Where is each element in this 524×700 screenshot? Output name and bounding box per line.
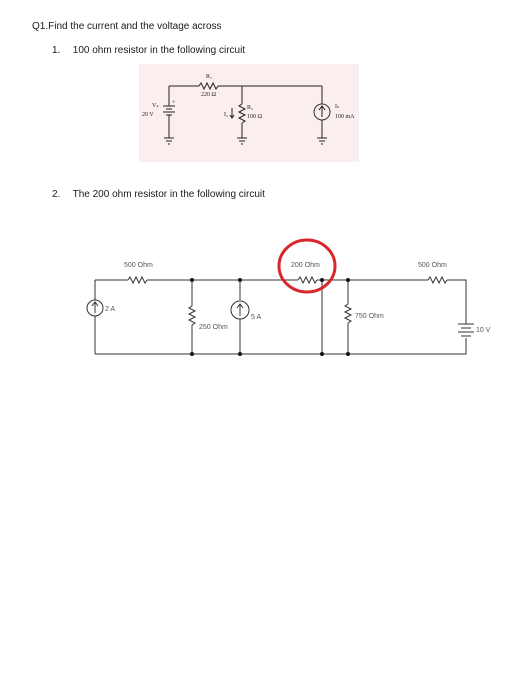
question-item-2: 2. The 200 ohm resistor in the following… [52, 189, 265, 200]
circuit-1-svg: R₁ 220 Ω Vₛ 20 V + I₂ R₂ 100 Ω Iₛ 100 mA [142, 74, 355, 145]
label-200: 200 Ohm [291, 262, 320, 269]
arrow-up-icon [318, 105, 326, 117]
question-title: Q1.Find the current and the voltage acro… [32, 21, 222, 32]
resistor-200 [297, 275, 318, 285]
vs-value: 20 V [142, 112, 154, 118]
resistor-r1 [198, 81, 219, 91]
wire [447, 279, 467, 324]
resistor-500-right [427, 275, 448, 285]
item-text: 100 ohm resistor in the following circui… [72, 45, 246, 56]
resistor-500-left [127, 275, 148, 285]
item-number: 1. [52, 45, 61, 56]
arrow-up-icon [91, 301, 99, 313]
junction-dot [320, 278, 324, 282]
ground-symbol [237, 137, 247, 145]
battery-10v [458, 323, 474, 337]
question-item-1: 1. 100 ohm resistor in the following cir… [52, 45, 245, 56]
resistor-750 [343, 303, 353, 324]
junction-dot [346, 278, 350, 282]
label-250: 250 Ohm [199, 324, 228, 331]
ground-symbol [317, 137, 327, 145]
current-arrow-i2 [229, 108, 235, 119]
r1-symbol: R₁ [206, 74, 212, 80]
junction-dot [346, 352, 350, 356]
r1-value: 220 Ω [201, 92, 217, 98]
is-value: 100 mA [335, 114, 355, 120]
label-750: 750 Ohm [355, 313, 384, 320]
ground-symbol [164, 137, 174, 145]
label-10v: 10 V [476, 327, 491, 334]
circuit-diagram-1: R₁ 220 Ω Vₛ 20 V + I₂ R₂ 100 Ω Iₛ 100 mA [139, 64, 359, 162]
is-symbol: Iₛ [335, 104, 339, 110]
r2-value: 100 Ω [247, 114, 263, 120]
circuit-2-svg: 500 Ohm 200 Ohm 500 Ohm 2 A 250 Ohm 5 A … [86, 238, 491, 356]
label-500-left: 500 Ohm [124, 262, 153, 269]
junction-dot [238, 352, 242, 356]
item-text: The 200 ohm resistor in the following ci… [72, 189, 265, 200]
label-2a: 2 A [105, 306, 115, 313]
item-number: 2. [52, 189, 61, 200]
label-500-right: 500 Ohm [418, 262, 447, 269]
junction-dot [238, 278, 242, 282]
arrow-up-icon [236, 303, 244, 316]
vs-symbol: Vₛ [152, 103, 159, 109]
wire [95, 338, 467, 355]
resistor-r2 [237, 103, 247, 124]
junction-dot [190, 278, 194, 282]
resistor-250 [187, 305, 197, 326]
highlight-circle [277, 238, 337, 294]
junction-dot [190, 352, 194, 356]
junction-dot [320, 352, 324, 356]
i2-symbol: I₂ [224, 112, 228, 118]
label-5a: 5 A [251, 314, 261, 321]
plus-sign: + [172, 100, 176, 106]
r2-symbol: R₂ [247, 105, 253, 111]
circuit-diagram-2: 500 Ohm 200 Ohm 500 Ohm 2 A 250 Ohm 5 A … [70, 220, 500, 370]
battery-vs [163, 105, 175, 116]
